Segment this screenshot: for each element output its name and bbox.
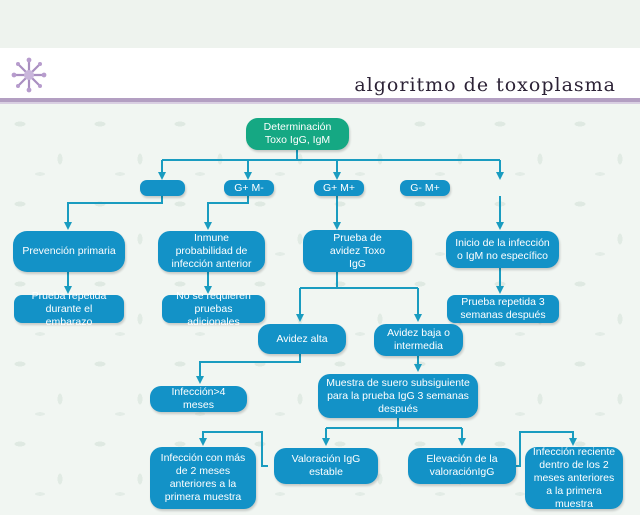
root-node: Determinación Toxo IgG, IgM (246, 118, 349, 150)
node-infeccion-2-meses: Infección con más de 2 meses anteriores … (150, 447, 256, 509)
node-prueba-avidez: Prueba de avidez Toxo IgG (303, 230, 412, 272)
node-inicio-infeccion: Inicio de la infección o IgM no específi… (446, 231, 559, 268)
node-avidez-baja: Avidez baja o intermedia (374, 324, 463, 356)
node-prueba-repetida-embarazo: Prueba repetida durante el embarazo (14, 290, 124, 328)
branch-empty (140, 180, 185, 196)
branch-gpos-mpos: G+ M+ (314, 180, 364, 196)
node-valoracion-estable: Valoración IgG estable (274, 448, 378, 484)
top-band (0, 0, 640, 48)
connector-estable-infeccion2 (199, 431, 268, 467)
header-stripe-light (0, 102, 640, 104)
connector-alta-infeccion4 (196, 354, 301, 384)
node-prueba-repetida-3: Prueba repetida 3 semanas después (447, 295, 559, 323)
node-muestra-suero: Muestra de suero subsiguiente para la pr… (318, 374, 478, 418)
snowflake-flower-logo (11, 57, 47, 93)
branch-gpos-mneg: G+ M- (224, 180, 274, 196)
page-title: algoritmo de toxoplasma (354, 74, 616, 96)
node-infeccion-4-meses: Infección>4 meses (150, 386, 247, 412)
connector-b1-prevencion (64, 196, 163, 230)
patterned-background (0, 104, 640, 515)
node-no-requieren: No se requieren pruebas adicionales (162, 290, 265, 328)
node-inmune: Inmune probabilidad de infección anterio… (158, 231, 265, 272)
node-prevencion-primaria: Prevención primaria (13, 231, 125, 272)
header-stripe (0, 98, 640, 102)
connector-b2-inmune (204, 196, 249, 230)
connector-elevacion-reciente (516, 431, 577, 467)
node-avidez-alta: Avidez alta (258, 324, 346, 354)
node-infeccion-reciente: Infección reciente dentro de los 2 meses… (525, 446, 623, 510)
node-elevacion: Elevación de la valoraciónIgG (408, 448, 516, 484)
header-bar (0, 48, 640, 100)
branch-gneg-mpos: G- M+ (400, 180, 450, 196)
